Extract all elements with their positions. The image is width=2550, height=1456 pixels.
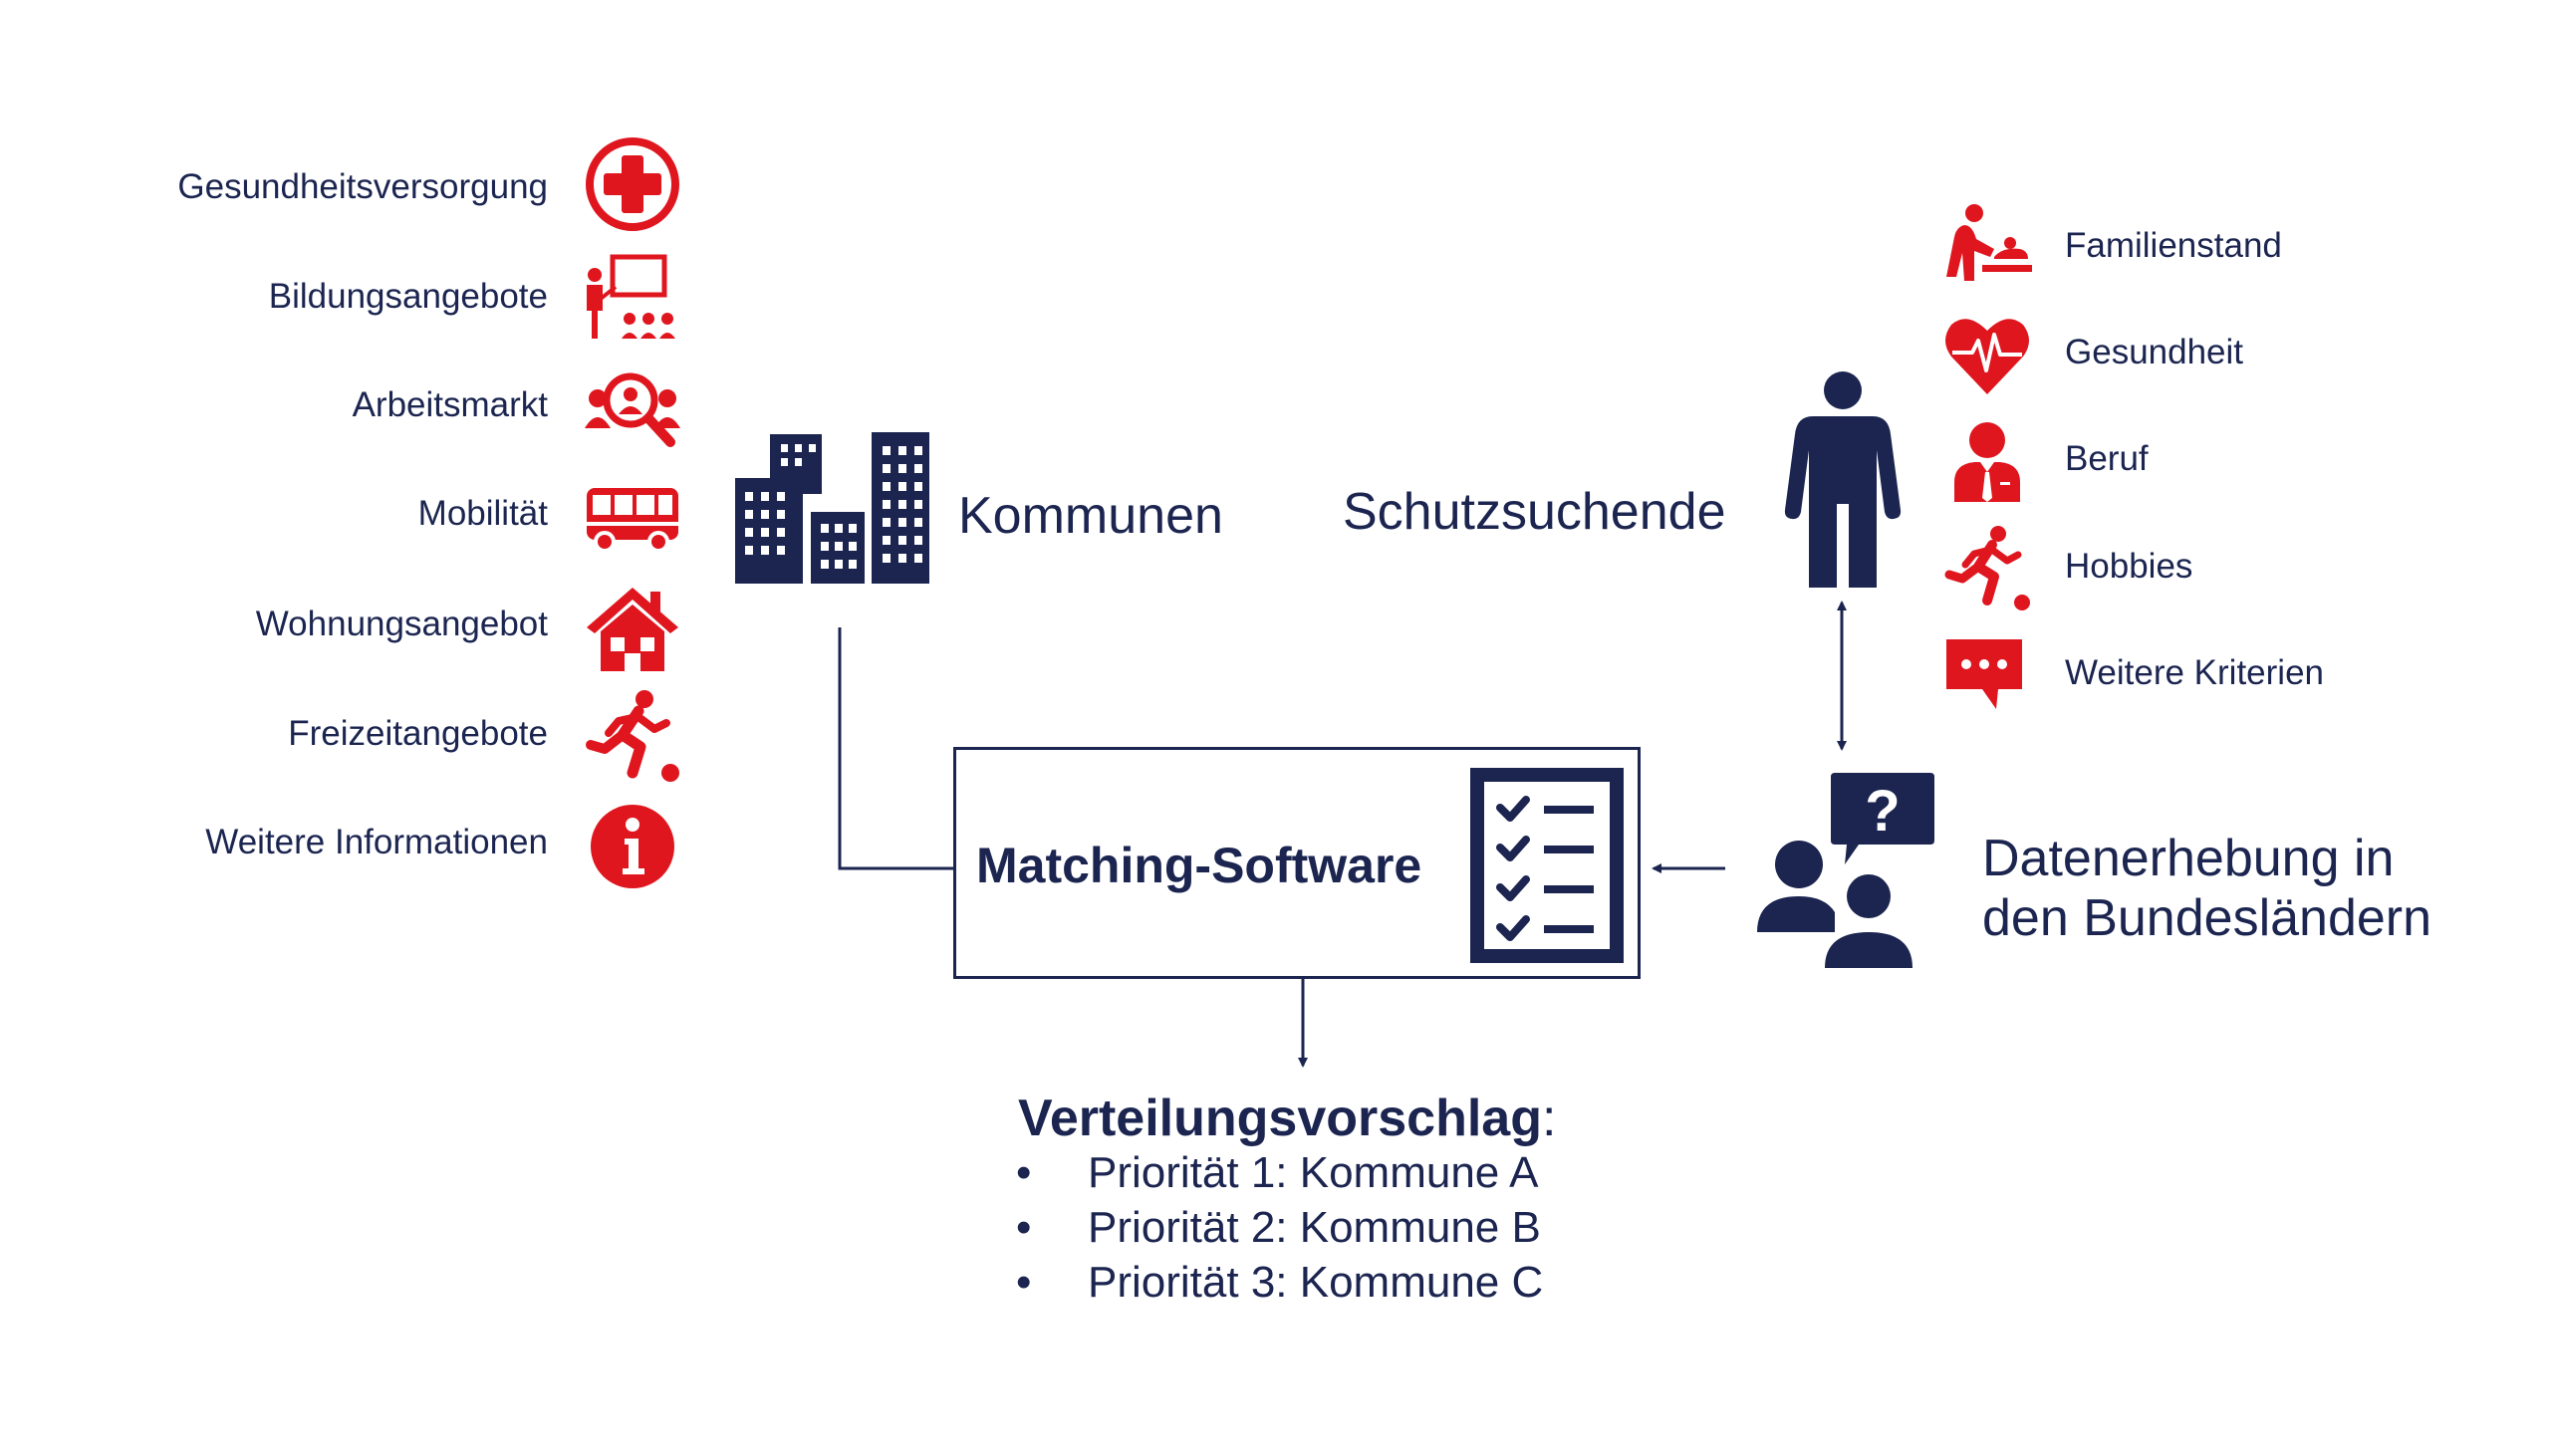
bullet: • [1016, 1258, 1032, 1307]
datenerhebung-label-line1: Datenerhebung in [1982, 830, 2395, 887]
list-item: • Priorität 1: Kommune A [1016, 1145, 1543, 1200]
schutzsuchende-label: Schutzsuchende [1343, 483, 1726, 541]
kommunen-to-matching-connector [838, 627, 953, 870]
house-icon [583, 578, 682, 677]
teacher-presentation-icon [583, 249, 682, 349]
result-item-2: Priorität 2: Kommune B [1088, 1203, 1541, 1252]
attribute-label-weitere-informationen: Weitere Informationen [205, 823, 548, 861]
attribute-label-wohnungsangebot: Wohnungsangebot [255, 605, 548, 643]
soccer-player-icon [1942, 523, 2032, 612]
list-item: • Priorität 2: Kommune B [1016, 1200, 1543, 1255]
speech-bubble-icon [1942, 633, 2032, 723]
result-title-text: Verteilungsvorschlag [1018, 1090, 1542, 1147]
parent-baby-changing-icon [1942, 201, 2032, 291]
person-icon [1783, 370, 1903, 592]
matching-software-label: Matching-Software [976, 838, 1422, 893]
attribute-label-gesundheitsversorgung: Gesundheitsversorgung [177, 167, 548, 206]
interview-question-icon: ? [1755, 773, 1934, 968]
result-title-colon: : [1541, 1090, 1557, 1147]
medical-cross-icon [583, 134, 682, 234]
attribute-label-beruf: Beruf [2065, 439, 2149, 478]
matching-software-box: Matching-Software [953, 747, 1641, 979]
result-item-3: Priorität 3: Kommune C [1088, 1258, 1544, 1307]
attribute-label-familienstand: Familienstand [2065, 226, 2282, 265]
heart-pulse-icon [1942, 311, 2032, 400]
attribute-label-arbeitsmarkt: Arbeitsmarkt [352, 385, 548, 424]
attribute-label-mobilitaet: Mobilität [417, 494, 548, 533]
info-icon [583, 797, 682, 896]
attribute-label-bildungsangebote: Bildungsangebote [268, 277, 548, 316]
soccer-player-icon [583, 687, 682, 787]
attribute-label-weitere-kriterien: Weitere Kriterien [2065, 653, 2325, 692]
result-item-1: Priorität 1: Kommune A [1088, 1148, 1539, 1197]
list-item: • Priorität 3: Kommune C [1016, 1255, 1543, 1310]
result-list: • Priorität 1: Kommune A • Priorität 2: Ko… [1016, 1145, 1543, 1310]
businessperson-icon [1942, 418, 2032, 508]
kommunen-label: Kommunen [958, 487, 1223, 545]
attribute-label-hobbies: Hobbies [2065, 547, 2193, 586]
attribute-label-freizeitangebote: Freizeitangebote [288, 714, 548, 753]
checklist-icon [1470, 768, 1624, 963]
bus-icon [583, 468, 682, 568]
attribute-label-gesundheit: Gesundheit [2065, 333, 2244, 371]
city-buildings-icon [735, 428, 934, 588]
job-search-people-icon [583, 359, 682, 458]
bullet: • [1016, 1203, 1032, 1252]
result-title: Verteilungsvorschlag: [1018, 1088, 1556, 1149]
datenerhebung-label-line2: den Bundesländern [1982, 889, 2432, 947]
bullet: • [1016, 1148, 1032, 1197]
svg-text:?: ? [1865, 779, 1900, 844]
